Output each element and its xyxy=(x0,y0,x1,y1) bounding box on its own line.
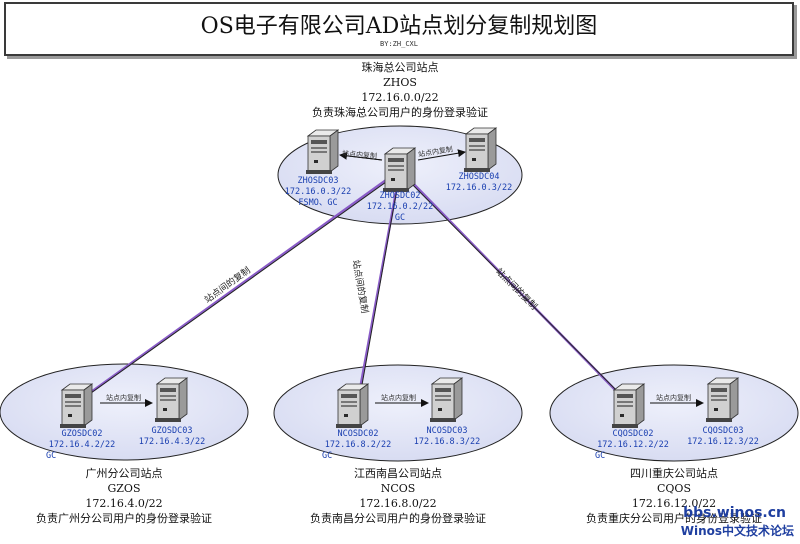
server-ncosdc02-icon xyxy=(335,383,369,429)
author-byline: BY:ZH_CXL xyxy=(380,40,418,48)
diagram-title: OS电子有限公司AD站点划分复制规划图 xyxy=(200,14,598,39)
site-name-gzos: 广州分公司站点 xyxy=(85,467,163,480)
server-label-cqosdc02: CQOSDC02 172.16.12.2/22 GC xyxy=(595,429,669,461)
server-label-zhosdc04: ZHOSDC04 172.16.0.3/22 xyxy=(445,172,513,193)
server-label-cqosdc03: CQOSDC03 172.16.12.3/22 xyxy=(687,426,759,447)
server-cqosdc02-icon xyxy=(611,383,645,429)
site-subnet-cqos: 172.16.12.0/22 xyxy=(631,497,717,510)
site-name-cqos: 四川重庆公司站点 xyxy=(630,467,718,480)
intra-replication-label-ncos: 站点内复制 xyxy=(381,394,416,402)
server-label-gzosdc03: GZOSDC03 172.16.4.3/22 xyxy=(138,426,206,447)
server-label-zhosdc02: ZHOSDC02 172.16.0.2/22 GC xyxy=(366,191,434,223)
site-desc-ncos: 负责南昌分公司用户的身份登录验证 xyxy=(310,512,486,525)
link-zhos-gzos xyxy=(79,168,401,402)
site-info-gzos: 广州分公司站点 GZOS 172.16.4.0/22 负责广州分公司用户的身份登… xyxy=(14,466,234,526)
site-code-cqos: CQOS xyxy=(657,482,691,495)
site-code-ncos: NCOS xyxy=(380,482,416,495)
site-code-gzos: GZOS xyxy=(107,482,141,495)
server-zhosdc04-icon xyxy=(463,127,497,173)
site-subnet-gzos: 172.16.4.0/22 xyxy=(85,497,163,510)
site-info-ncos: 江西南昌公司站点 NCOS 172.16.8.0/22 负责南昌分公司用户的身份… xyxy=(288,466,508,526)
hq-site-code: ZHOS xyxy=(383,76,417,89)
hq-site-desc: 负责珠海总公司用户的身份登录验证 xyxy=(312,106,488,119)
link-zhos-ncos xyxy=(356,169,402,401)
intra-replication-label-gzos: 站点内复制 xyxy=(106,394,141,402)
server-label-ncosdc02: NCOSDC02 172.16.8.2/22 GC xyxy=(322,429,392,461)
server-label-zhosdc03: ZHOSDC03 172.16.0.3/22 FSMO、GC xyxy=(284,176,352,208)
site-subnet-ncos: 172.16.8.0/22 xyxy=(359,497,437,510)
intra-replication-label-cqos: 站点内复制 xyxy=(656,394,691,402)
hq-site-name: 珠海总公司站点 xyxy=(361,61,439,74)
server-zhosdc03-icon xyxy=(305,129,339,175)
site-info-cqos: 四川重庆公司站点 CQOS 172.16.12.0/22 负责重庆分公司用户的身… xyxy=(564,466,784,526)
site-desc-cqos: 负责重庆分公司用户的身份登录验证 xyxy=(586,512,762,525)
server-gzosdc03-icon xyxy=(154,377,188,423)
hq-site-info: 珠海总公司站点 ZHOS 172.16.0.0/22 负责珠海总公司用户的身份登… xyxy=(300,60,500,120)
site-desc-gzos: 负责广州分公司用户的身份登录验证 xyxy=(36,512,212,525)
server-cqosdc03-icon xyxy=(705,377,739,423)
watermark-url: bbs.winos.cn xyxy=(683,505,786,521)
server-label-ncosdc03: NCOSDC03 172.16.8.3/22 xyxy=(413,426,481,447)
server-ncosdc03-icon xyxy=(429,377,463,423)
server-gzosdc02-icon xyxy=(59,383,93,429)
site-name-ncos: 江西南昌公司站点 xyxy=(354,467,442,480)
server-zhosdc02-icon xyxy=(382,147,416,193)
hq-site-subnet: 172.16.0.0/22 xyxy=(361,91,439,104)
server-label-gzosdc02: GZOSDC02 172.16.4.2/22 GC xyxy=(46,429,116,461)
watermark-forum-name: Winos中文技术论坛 xyxy=(680,524,794,538)
title-box: OS电子有限公司AD站点划分复制规划图 BY:ZH_CXL xyxy=(4,2,794,56)
